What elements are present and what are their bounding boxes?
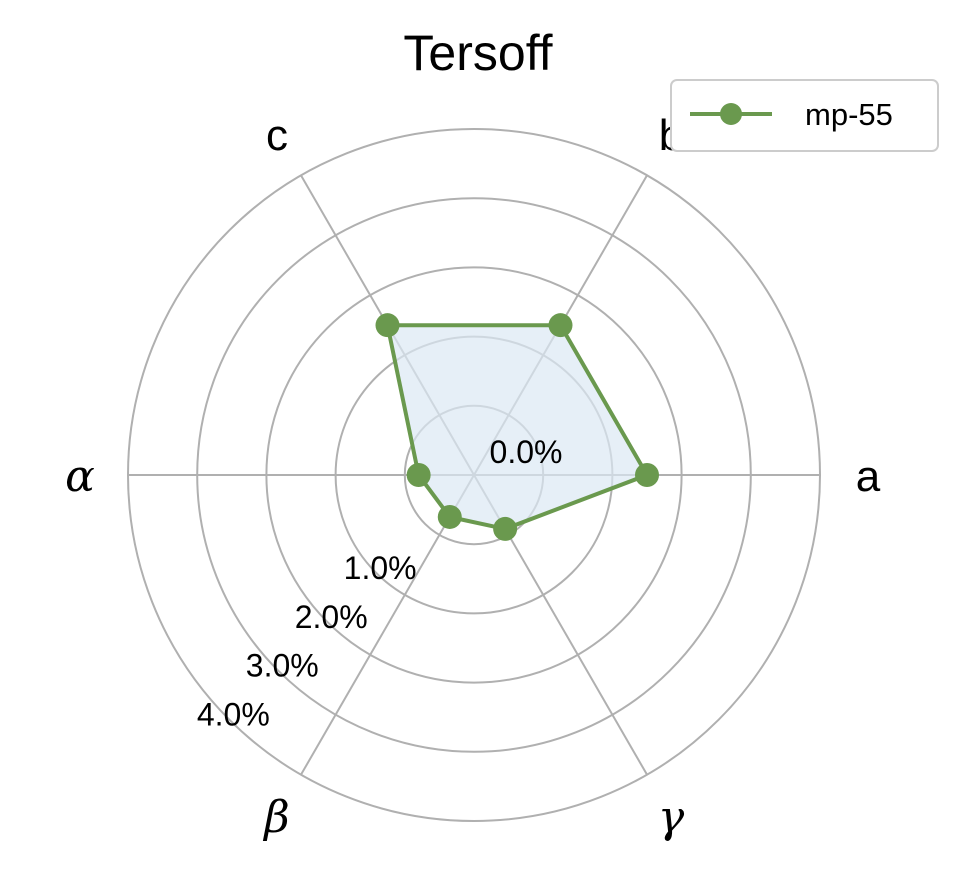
r-tick-label-3: 3.0%	[246, 648, 319, 684]
legend-marker	[720, 103, 742, 125]
grid-ring-3	[196, 197, 752, 753]
grid-ring-2	[265, 266, 683, 684]
r-tick-label-0: 0.0%	[490, 434, 563, 470]
series-0-area	[387, 325, 647, 529]
chart-title: Tersoff	[403, 25, 552, 81]
r-tick-label-1: 1.0%	[344, 550, 417, 586]
series-0-point-5	[493, 516, 518, 541]
axis-label-5: γ	[658, 792, 685, 843]
series-0-point-0	[635, 463, 659, 487]
legend-frame	[670, 79, 939, 152]
axis-label-0: a	[856, 452, 881, 501]
outer-ring	[127, 128, 821, 822]
r-tick-label-2: 2.0%	[295, 599, 368, 635]
axis-labels: abcαβγ	[65, 111, 881, 843]
series-0-point-2	[375, 313, 400, 338]
axis-label-4: β	[262, 792, 289, 843]
legend-label: mp-55	[805, 97, 893, 132]
series-0-point-3	[406, 463, 431, 487]
axis-label-3: α	[65, 451, 95, 502]
axis-label-2: c	[266, 111, 288, 160]
series-0-point-1	[548, 313, 573, 338]
series-0-point-4	[437, 504, 462, 529]
legend: mp-55	[670, 79, 939, 152]
r-tick-label-4: 4.0%	[197, 697, 270, 733]
series-layer	[375, 313, 659, 541]
radial-tick-labels: 0.0% 1.0% 2.0% 3.0% 4.0%	[197, 434, 563, 733]
